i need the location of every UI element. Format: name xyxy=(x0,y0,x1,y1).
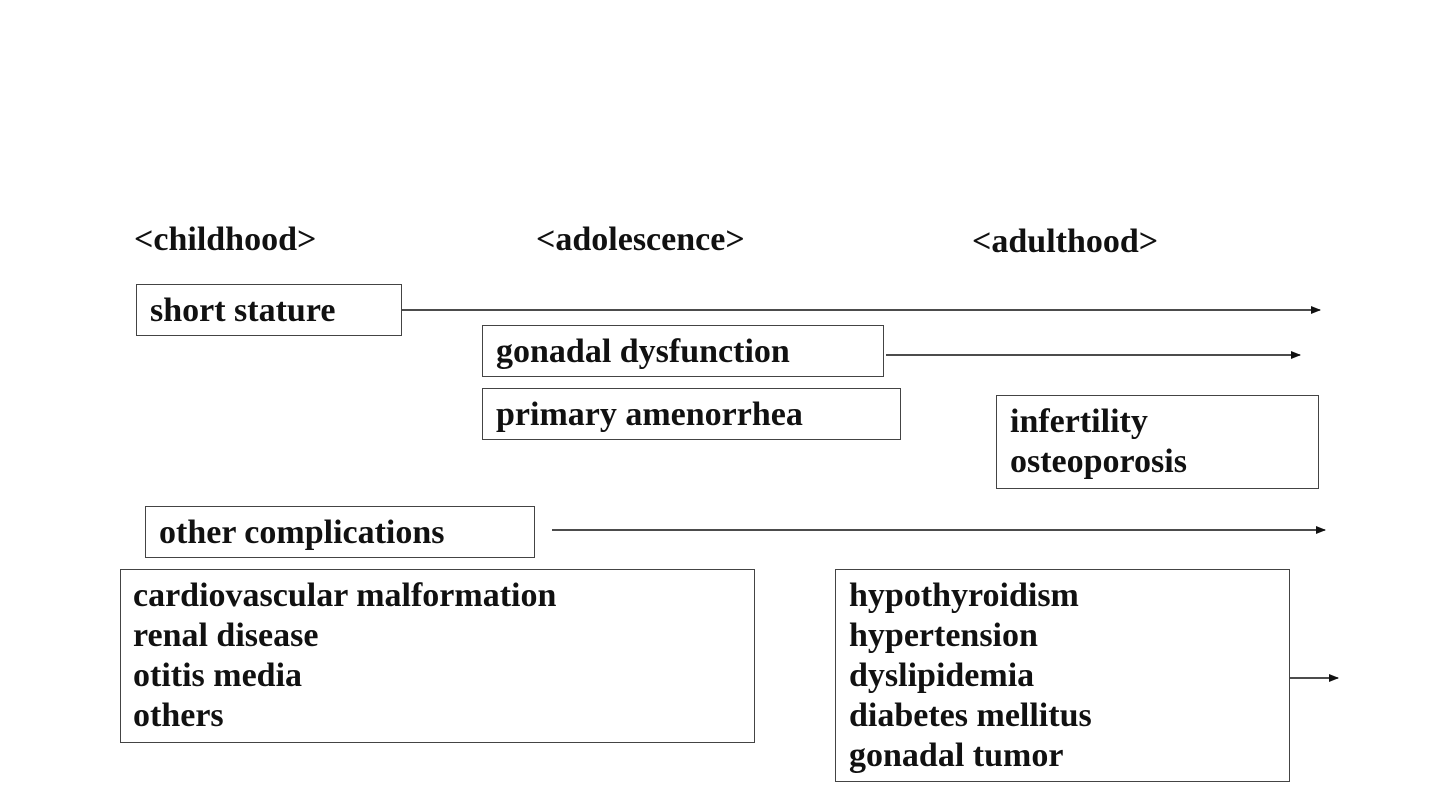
box-line: short stature xyxy=(150,292,336,329)
box-line: cardiovascular malformation xyxy=(133,577,557,614)
box-adult-complications: hypothyroidism hypertension dyslipidemia… xyxy=(835,569,1290,782)
box-line: other complications xyxy=(159,514,445,551)
box-line: primary amenorrhea xyxy=(496,396,803,433)
box-line: dyslipidemia xyxy=(849,657,1035,694)
box-line: otitis media xyxy=(133,657,303,694)
box-line: hypothyroidism xyxy=(849,577,1079,614)
box-gonadal-dysfunction: gonadal dysfunction xyxy=(482,325,884,377)
box-line: hypertension xyxy=(849,617,1038,654)
stage-label-childhood: <childhood> xyxy=(134,221,317,258)
stage-label-adulthood: <adulthood> xyxy=(972,223,1159,260)
box-line: gonadal dysfunction xyxy=(496,333,790,370)
box-line: others xyxy=(133,697,224,734)
stage-label-adolescence: <adolescence> xyxy=(536,221,745,258)
box-line: renal disease xyxy=(133,617,319,654)
box-primary-amenorrhea: primary amenorrhea xyxy=(482,388,901,440)
box-line: infertility xyxy=(1010,403,1148,440)
box-adult-effects: infertility osteoporosis xyxy=(996,395,1319,489)
box-short-stature: short stature xyxy=(136,284,402,336)
box-line: diabetes mellitus xyxy=(849,697,1092,734)
box-line: osteoporosis xyxy=(1010,443,1187,480)
box-line: gonadal tumor xyxy=(849,737,1064,774)
box-other-complications: other complications xyxy=(145,506,535,558)
box-childhood-complications: cardiovascular malformation renal diseas… xyxy=(120,569,755,743)
